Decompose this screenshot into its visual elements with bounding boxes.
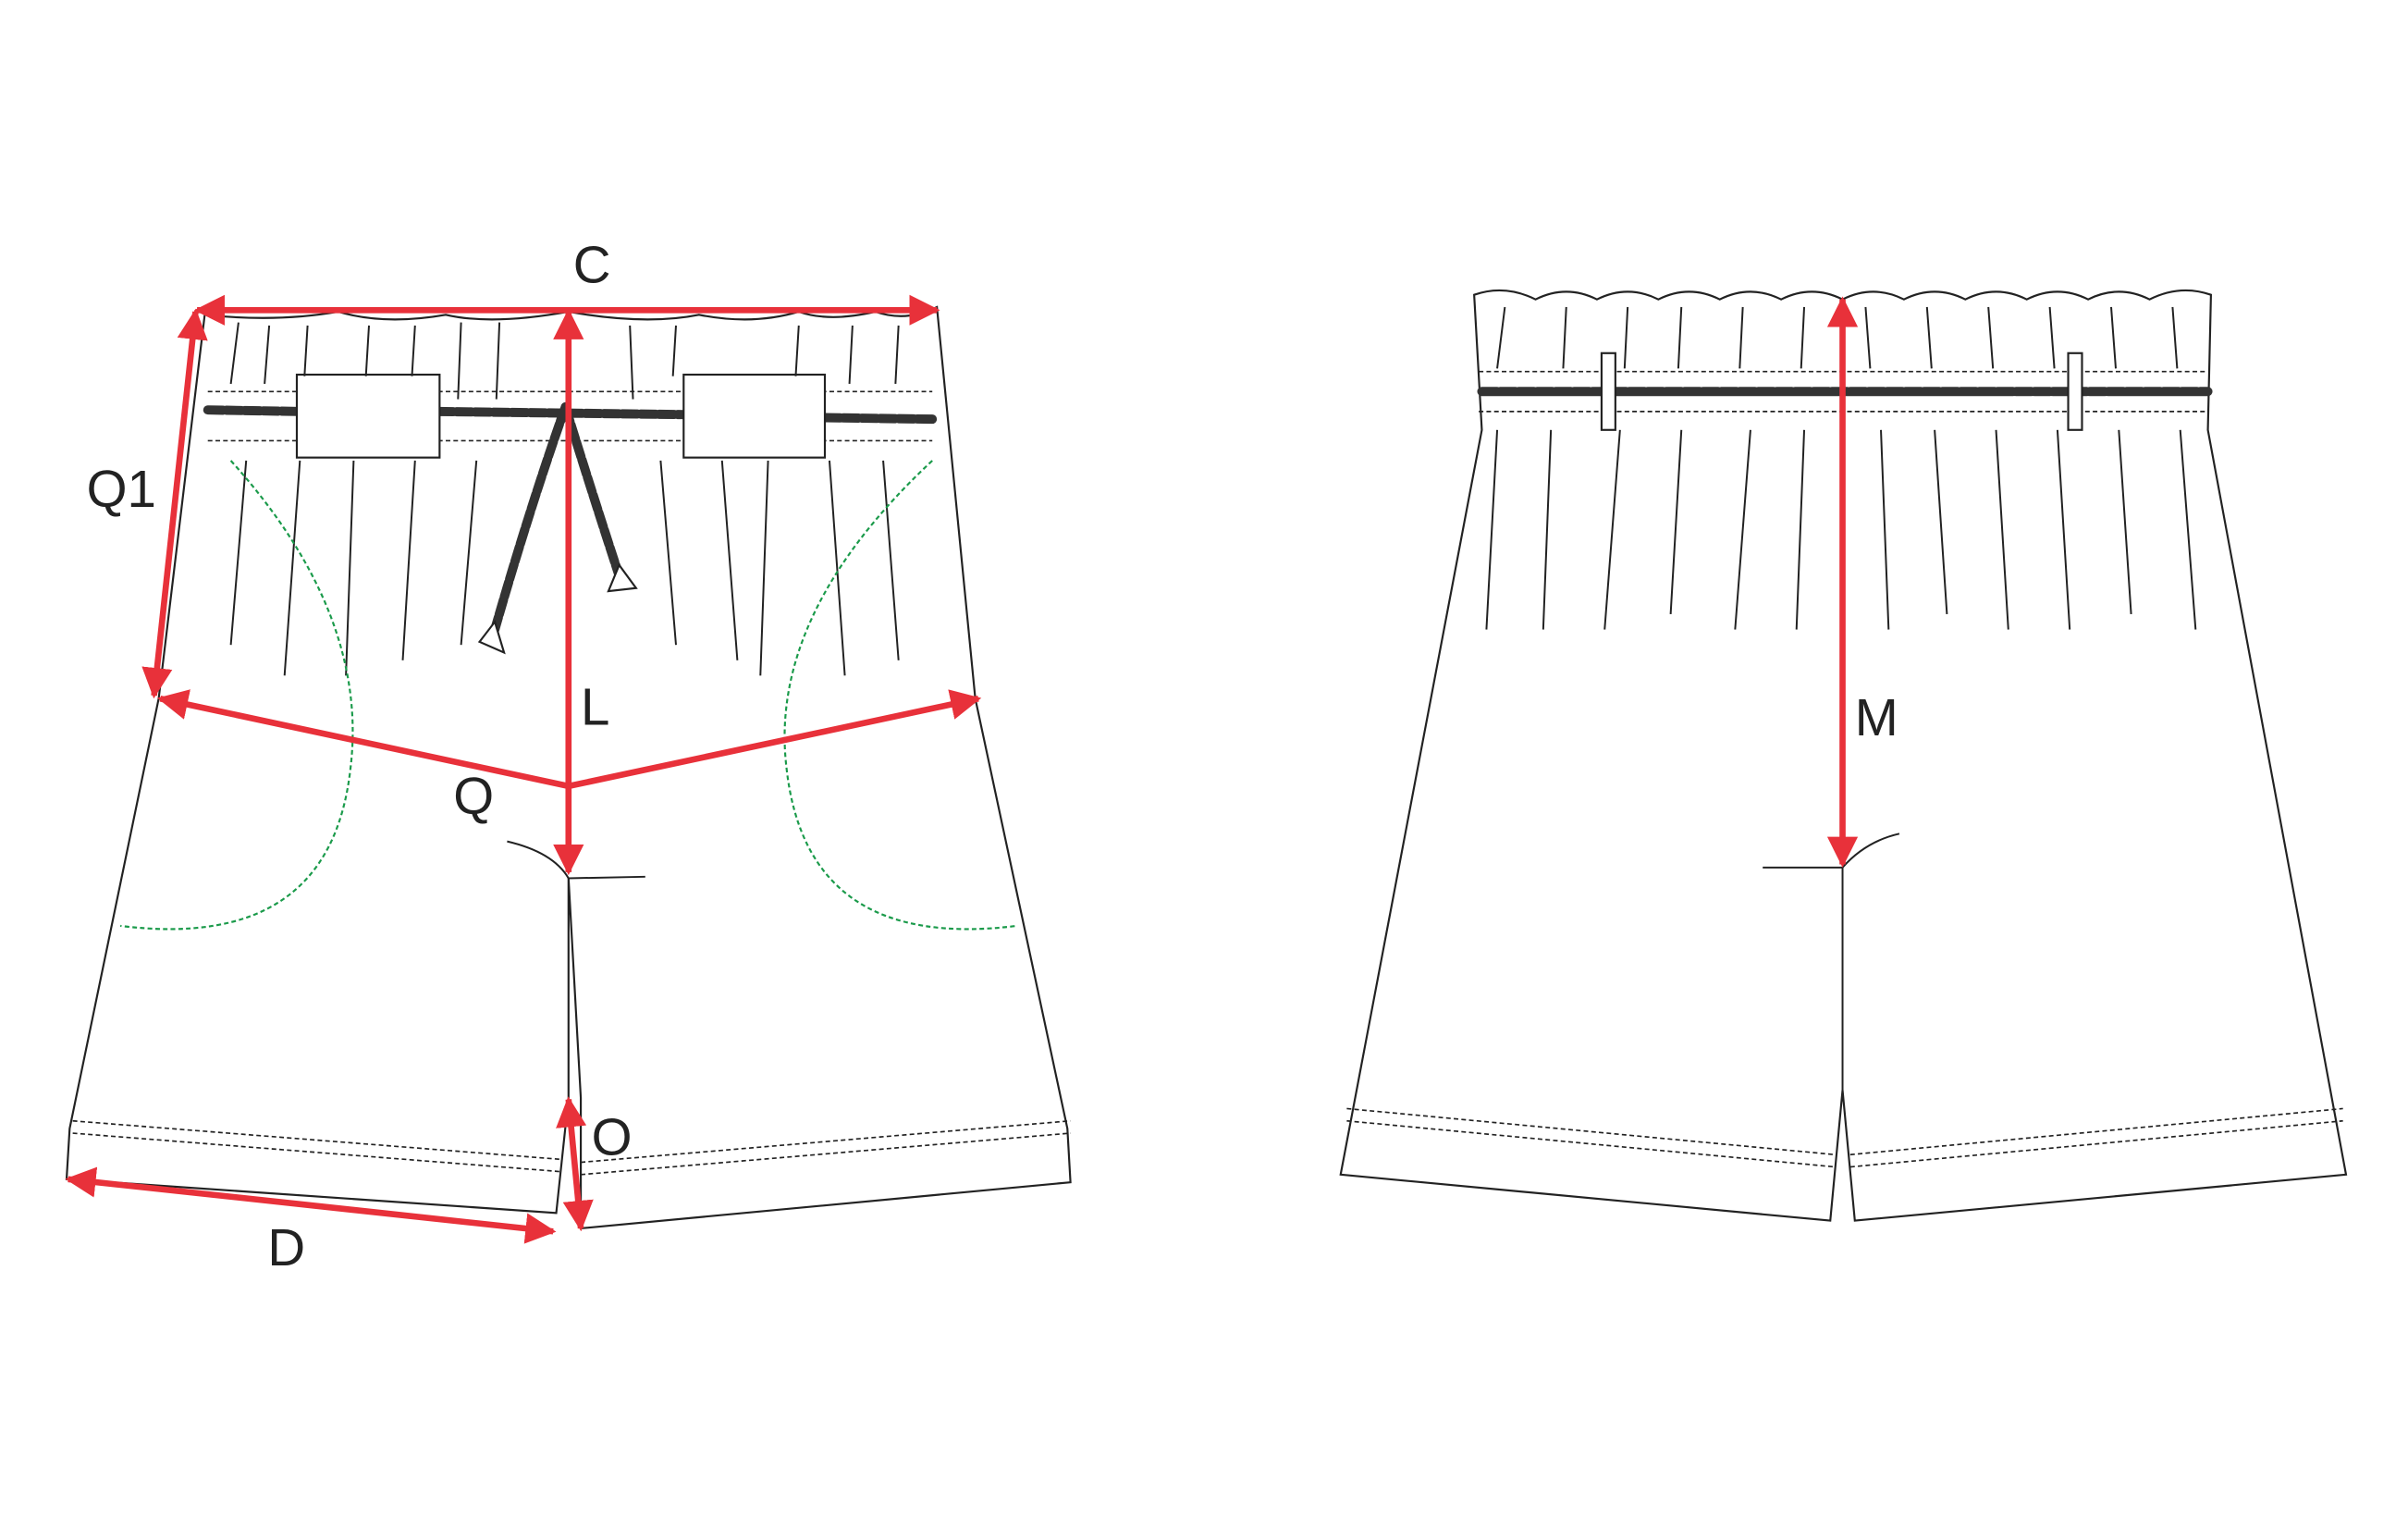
label-C: C [573, 235, 611, 293]
pocket-stitch-left [119, 460, 354, 931]
label-Q1: Q1 [87, 460, 156, 518]
label-Q: Q [453, 767, 494, 825]
belt-loop-right [2067, 352, 2083, 431]
front-patch-left [295, 373, 441, 459]
arrow-D [65, 1166, 557, 1244]
cord-tip-icon [607, 562, 638, 593]
arrow-Q1 [141, 308, 208, 699]
front-patch-right [682, 373, 827, 459]
front-gathers [229, 322, 900, 676]
label-M: M [1855, 688, 1898, 746]
cord-tip-icon [477, 619, 506, 655]
belt-loop-left [1600, 352, 1616, 431]
front-fly [507, 840, 645, 880]
arrow-Q [157, 689, 982, 790]
label-L: L [581, 677, 609, 735]
front-measurements: C Q1 L Q O D [65, 235, 982, 1276]
back-gathers [1485, 306, 2197, 630]
back-measurements: M [1826, 296, 1898, 868]
label-O: O [592, 1107, 633, 1166]
label-D: D [267, 1218, 305, 1276]
arrow-O [556, 1096, 594, 1232]
pocket-stitch-right [783, 460, 1017, 931]
